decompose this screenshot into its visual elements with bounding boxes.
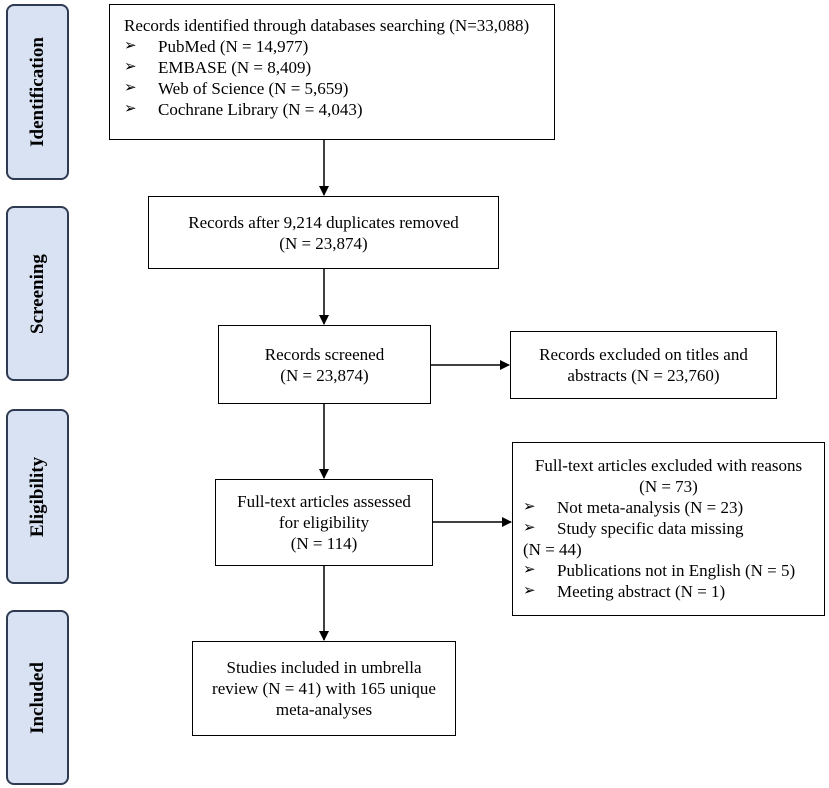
included-line2: review (N = 41) with 165 unique [212, 679, 436, 698]
excluded-titles-line2: abstracts (N = 23,760) [567, 366, 720, 385]
screened-line1: Records screened [264, 344, 385, 364]
stage-included: Included [6, 610, 69, 785]
source-item: ➢ Cochrane Library (N = 4,043) [124, 99, 554, 120]
arrowhead-bullet-icon: ➢ [523, 583, 536, 599]
duplicates-removed-line2: (N = 23,874) [279, 233, 368, 253]
stage-screening: Screening [6, 206, 69, 381]
arrowhead-bullet-icon: ➢ [523, 520, 536, 536]
studies-included-box: Studies included in umbrella review (N =… [192, 641, 456, 736]
records-screened-box: Records screened (N = 23,874) [218, 325, 431, 404]
assessed-line2: for eligibility [278, 513, 370, 532]
source-pubmed: PubMed (N = 14,977) [158, 37, 309, 56]
source-web-of-science: Web of Science (N = 5,659) [158, 79, 349, 98]
source-item: ➢ Web of Science (N = 5,659) [124, 78, 554, 99]
excluded-fulltext-box: Full-text articles excluded with reasons… [512, 442, 825, 616]
reason-item: ➢ Publications not in English (N = 5) [523, 560, 824, 581]
reason-item: ➢ Meeting abstract (N = 1) [523, 581, 824, 602]
excluded-fulltext-title: Full-text articles excluded with reasons… [523, 455, 824, 497]
source-item: ➢ EMBASE (N = 8,409) [124, 57, 554, 78]
included-line3: meta-analyses [275, 700, 373, 719]
source-cochrane: Cochrane Library (N = 4,043) [158, 100, 363, 119]
identified-title: Records identified through databases sea… [124, 16, 530, 35]
arrowhead-bullet-icon: ➢ [523, 499, 536, 515]
reason-meeting-abstract: Meeting abstract (N = 1) [557, 582, 726, 601]
stage-eligibility: Eligibility [6, 409, 69, 584]
reason-data-missing-count: (N = 44) [523, 540, 582, 559]
identified-records-box: Records identified through databases sea… [109, 4, 555, 140]
reason-item: ➢ Study specific data missing [523, 518, 824, 539]
source-item: ➢ PubMed (N = 14,977) [124, 36, 554, 57]
arrowhead-bullet-icon: ➢ [124, 101, 137, 117]
included-line1: Studies included in umbrella [226, 658, 422, 677]
fulltext-assessed-box: Full-text articles assessed for eligibil… [215, 479, 433, 566]
reason-not-meta-analysis: Not meta-analysis (N = 23) [557, 498, 744, 517]
reason-not-english: Publications not in English (N = 5) [557, 561, 796, 580]
arrowhead-bullet-icon: ➢ [523, 562, 536, 578]
duplicates-removed-box: Records after 9,214 duplicates removed (… [148, 196, 499, 269]
excluded-fulltext-title-line1: Full-text articles excluded with reasons [534, 456, 803, 475]
reason-data-missing: Study specific data missing [557, 519, 744, 538]
excluded-fulltext-title-line2: (N = 73) [639, 477, 698, 496]
screened-line2: (N = 23,874) [280, 365, 369, 385]
excluded-titles-box: Records excluded on titles and abstracts… [510, 331, 777, 399]
arrowhead-bullet-icon: ➢ [124, 80, 137, 96]
duplicates-removed-line1: Records after 9,214 duplicates removed [188, 212, 459, 232]
arrowhead-bullet-icon: ➢ [124, 59, 137, 75]
source-embase: EMBASE (N = 8,409) [158, 58, 312, 77]
excluded-titles-line1: Records excluded on titles and [539, 345, 748, 364]
stage-identification: Identification [6, 4, 69, 180]
reason-item: ➢ Not meta-analysis (N = 23) [523, 497, 824, 518]
assessed-line1: Full-text articles assessed [237, 492, 411, 511]
arrowhead-bullet-icon: ➢ [124, 38, 137, 54]
assessed-line3: (N = 114) [290, 534, 358, 553]
